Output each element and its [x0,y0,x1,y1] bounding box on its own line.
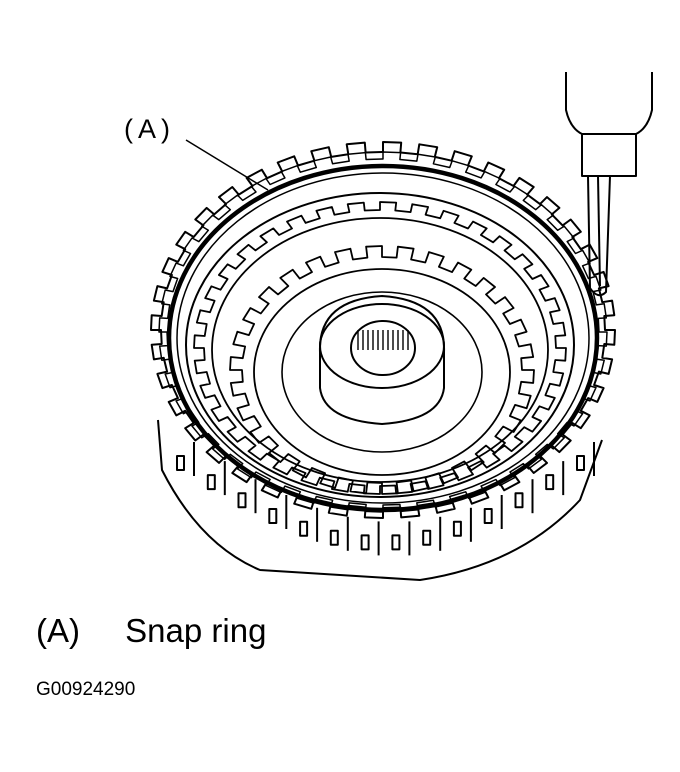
drum-window [422,529,432,546]
drum-window [176,455,185,471]
retaining-plate-inner [211,217,549,483]
screwdriver [565,72,653,297]
drum-window [299,520,309,537]
drum-window [206,474,216,491]
drum-outer-spline-teeth-inner [158,151,608,513]
snap-ring-diagram [150,72,653,581]
snap-ring [166,163,600,513]
drum-window [237,492,247,509]
clutch-drum-drawing [150,72,653,581]
callout-leader [185,139,269,191]
legend: (A) Snap ring [36,614,266,647]
callout-label-a: (A) [124,114,175,144]
drum-window [391,534,401,551]
snap-ring-groove [176,172,590,504]
center-bore [350,320,416,376]
drum-windows [176,442,595,556]
legend-text: Snap ring [125,612,267,649]
drum-window [545,474,555,491]
center-boss-top [319,303,445,389]
drum-window [576,455,585,471]
drum-window [452,520,462,537]
drum-window [483,508,493,524]
legend-key: (A) [36,612,80,649]
figure-id: G00924290 [36,679,136,700]
hub-step [281,291,483,453]
drum-window [514,492,524,509]
drum-window [268,508,278,524]
drum-window [329,529,339,546]
retaining-plate-teeth [193,201,567,495]
hub-face [253,268,511,476]
needle-bearing [357,330,409,350]
hub-spline-teeth [229,245,535,495]
retaining-plate-outer [185,192,575,498]
drum-side-wall [157,419,603,581]
drum-window [360,534,370,551]
